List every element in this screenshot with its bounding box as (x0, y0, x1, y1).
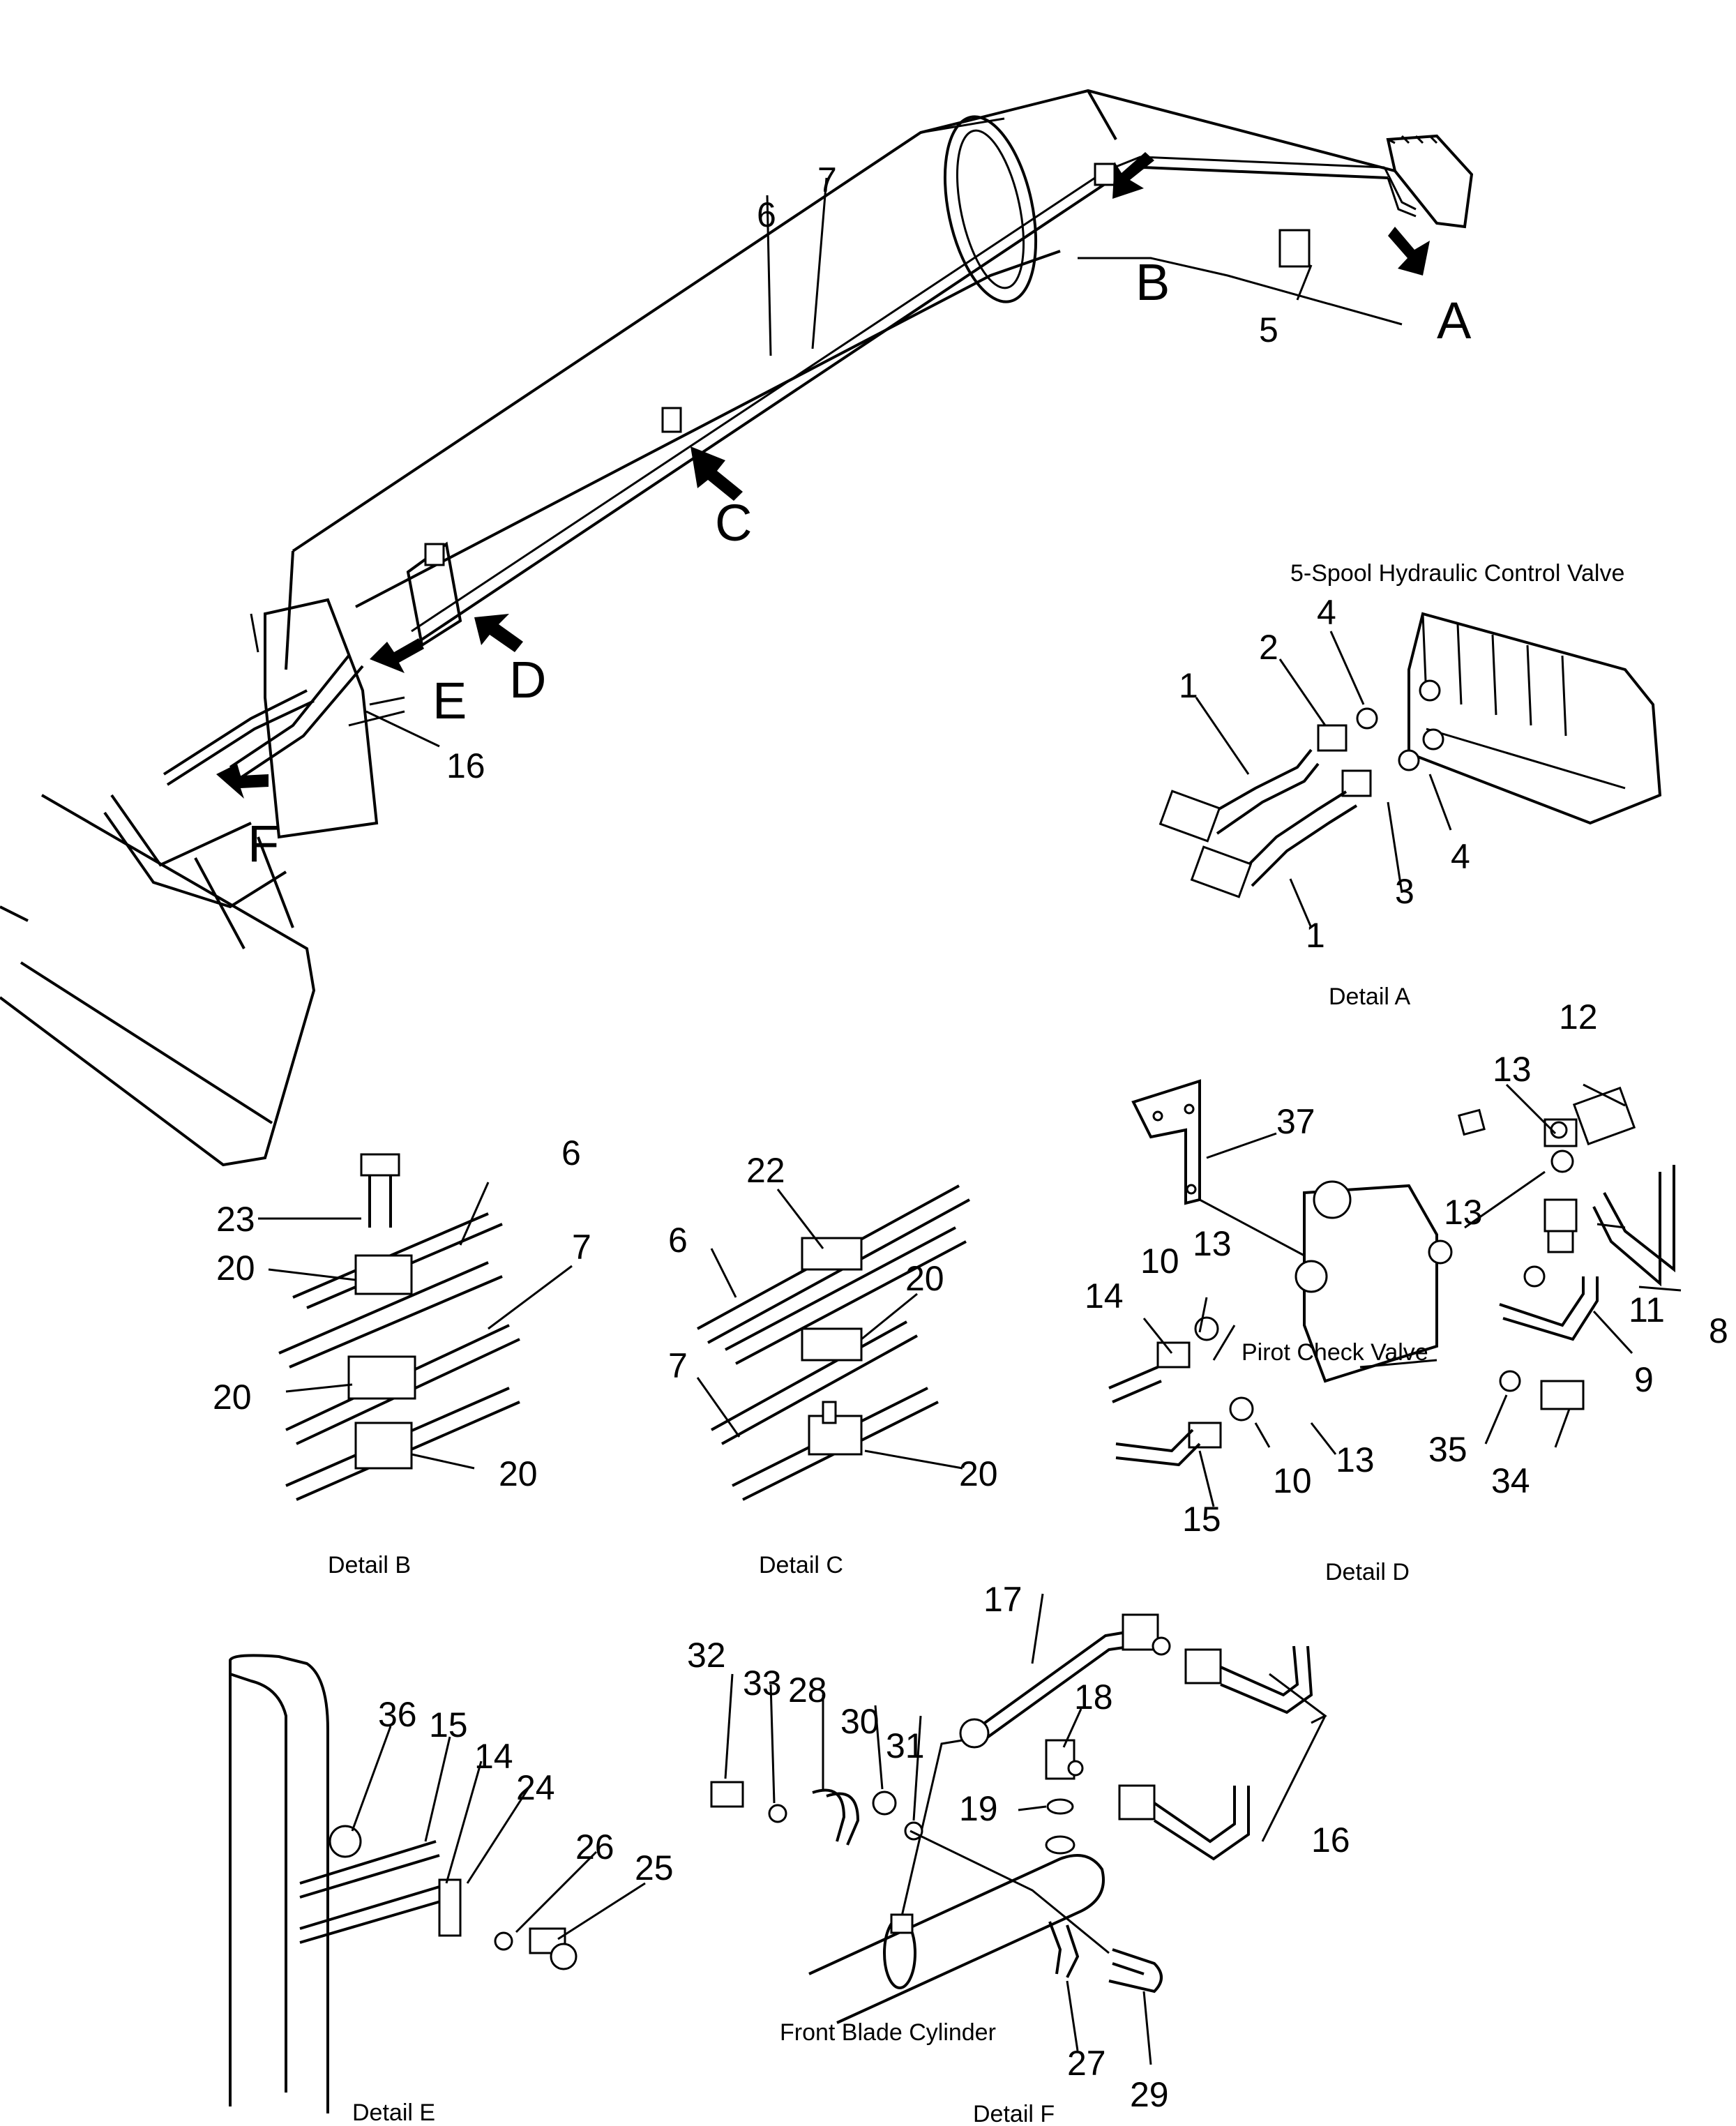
part-number-6: 6 (757, 195, 776, 234)
detail-a-label-4: 4 (1317, 593, 1336, 632)
detail-d-label-13a: 13 (1493, 1050, 1532, 1089)
part-number-16: 16 (446, 746, 485, 785)
detail-f-label-33: 33 (743, 1664, 782, 1703)
detail-c-label-22: 22 (746, 1151, 785, 1190)
detail-b-label-20b: 20 (213, 1378, 252, 1417)
detail-f-label-16: 16 (1311, 1820, 1350, 1860)
callout-c: C (715, 494, 752, 552)
detail-d-label-13b: 13 (1444, 1193, 1483, 1232)
detail-d-label-9: 9 (1634, 1360, 1654, 1399)
detail-d-label-15: 15 (1182, 1500, 1221, 1539)
detail-b-label-6: 6 (561, 1133, 581, 1173)
arrow-e-icon (370, 638, 424, 673)
callout-arrows (216, 152, 1430, 799)
detail-e-label-24: 24 (516, 1768, 555, 1807)
detail-c-label-20a: 20 (905, 1259, 944, 1298)
detail-e-label-15: 15 (429, 1705, 468, 1744)
arrow-c-icon (690, 446, 743, 501)
detail-f-caption: Detail F (973, 2101, 1055, 2126)
detail-e-label-26: 26 (575, 1827, 614, 1867)
detail-d-label-13d: 13 (1336, 1440, 1375, 1479)
detail-c-caption: Detail C (759, 1552, 843, 1578)
detail-f-label-31: 31 (886, 1726, 925, 1765)
main-assembly-illustration (0, 89, 1474, 1167)
detail-d-label-14: 14 (1085, 1276, 1124, 1315)
detail-c-label-20b: 20 (959, 1454, 998, 1493)
detail-a-label-1b: 1 (1306, 916, 1325, 955)
detail-d-label-8: 8 (1709, 1311, 1728, 1350)
detail-f-label-29: 29 (1130, 2075, 1169, 2114)
detail-b-label-23: 23 (216, 1200, 255, 1239)
callout-a: A (1437, 292, 1472, 349)
detail-a-label-1: 1 (1179, 666, 1198, 705)
callout-d: D (509, 651, 546, 709)
detail-d-label-12: 12 (1559, 997, 1598, 1036)
detail-a-label-3: 3 (1395, 872, 1414, 911)
detail-e-label-25: 25 (635, 1848, 674, 1887)
arrow-a-icon (1388, 227, 1430, 276)
detail-b-label-7: 7 (572, 1228, 591, 1267)
detail-c-label-6: 6 (668, 1221, 688, 1260)
detail-d-label-37: 37 (1276, 1102, 1315, 1141)
detail-d-label-10b: 10 (1273, 1461, 1312, 1500)
detail-f-label-30: 30 (840, 1702, 880, 1741)
part-number-5: 5 (1259, 310, 1278, 349)
detail-f-label-19: 19 (959, 1789, 998, 1828)
detail-f-label-18: 18 (1074, 1678, 1113, 1717)
detail-e: 36 15 14 24 26 25 Detail E (229, 1654, 674, 2126)
detail-c: 22 6 20 7 20 Detail C (668, 1151, 998, 1578)
detail-d-label-10a: 10 (1140, 1242, 1179, 1281)
detail-f-label-27: 27 (1067, 2044, 1106, 2083)
arrow-d-icon (474, 614, 523, 652)
detail-f: 17 32 33 28 30 31 18 19 16 27 29 Front B… (687, 1580, 1350, 2126)
detail-a-title: 5-Spool Hydraulic Control Valve (1290, 560, 1624, 587)
detail-d-label-34: 34 (1491, 1461, 1530, 1500)
arrow-f-icon (216, 764, 269, 799)
detail-e-caption: Detail E (352, 2099, 435, 2126)
detail-d-label-35: 35 (1428, 1430, 1467, 1469)
detail-e-label-36: 36 (378, 1695, 417, 1734)
detail-c-label-7: 7 (668, 1346, 688, 1385)
detail-d-label-11: 11 (1629, 1290, 1665, 1329)
detail-d-caption: Detail D (1325, 1559, 1410, 1585)
detail-e-label-14: 14 (474, 1737, 513, 1776)
detail-a: 5-Spool Hydraulic Control Valve 1 2 4 4 … (1158, 560, 1662, 1010)
detail-b-label-20c: 20 (499, 1454, 538, 1493)
detail-b-label-20a: 20 (216, 1249, 255, 1288)
pilot-check-valve-label: Pirot Check Valve (1241, 1339, 1428, 1366)
part-number-7: 7 (817, 160, 837, 199)
callout-f: F (248, 815, 279, 873)
callout-b: B (1135, 253, 1170, 311)
detail-f-label-17: 17 (983, 1580, 1022, 1619)
detail-b: 23 6 20 7 20 20 Detail B (213, 1133, 591, 1578)
detail-f-label-28: 28 (788, 1671, 827, 1710)
callout-e: E (432, 672, 467, 730)
detail-a-caption: Detail A (1329, 983, 1410, 1010)
detail-d-label-13c: 13 (1193, 1224, 1232, 1263)
arrow-b-icon (1112, 152, 1154, 199)
front-blade-cylinder-label: Front Blade Cylinder (780, 2019, 996, 2046)
detail-a-label-2: 2 (1259, 628, 1278, 667)
detail-b-caption: Detail B (328, 1552, 411, 1578)
detail-d: 12 13 37 13 10 13 14 11 8 9 10 13 15 35 … (1085, 997, 1728, 1585)
detail-f-label-32: 32 (687, 1636, 726, 1675)
detail-a-label-4b: 4 (1451, 837, 1470, 876)
